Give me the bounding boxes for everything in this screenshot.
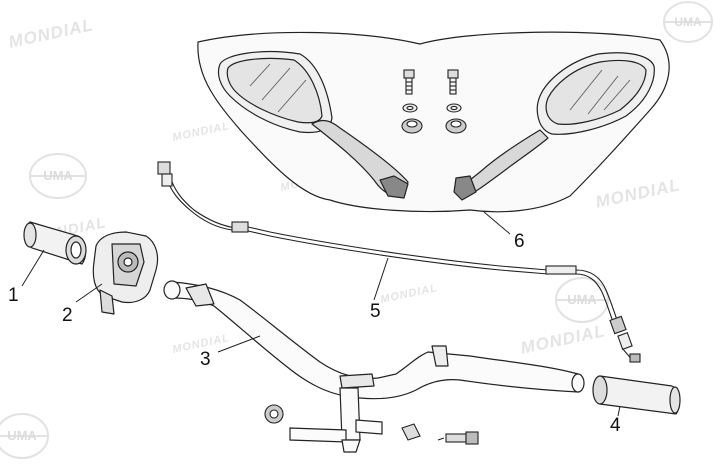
callout-label: 3 [200, 349, 211, 370]
callout-label: 2 [62, 305, 73, 326]
callout-label: 4 [610, 415, 621, 436]
throttle-cable [157, 161, 641, 363]
watermark-logo-text: UMA [674, 15, 702, 29]
watermark-logo-text: UMA [7, 428, 37, 443]
throttle-housing [92, 231, 159, 315]
left-mirror [217, 51, 409, 199]
watermark-logo-text: UMA [43, 168, 73, 183]
callout-label: 5 [370, 301, 381, 322]
mirror-bolts [401, 69, 467, 134]
watermark-logo [0, 413, 49, 459]
watermark-logo [555, 277, 609, 323]
watermark-logo [663, 1, 713, 43]
watermark-logo [29, 153, 87, 199]
leader-lines [21, 211, 621, 417]
cable-top-fitting [157, 161, 173, 187]
callout-label: 6 [514, 231, 525, 252]
callout-label: 1 [8, 285, 19, 306]
watermark-logo-text: UMA [567, 292, 597, 307]
right-grip [592, 375, 681, 415]
left-grip [23, 221, 87, 265]
right-mirror [453, 52, 655, 201]
mount-hardware [264, 404, 479, 445]
cable-end-fitting [609, 315, 641, 363]
handlebar-mount [289, 387, 383, 453]
handlebar [163, 280, 585, 400]
